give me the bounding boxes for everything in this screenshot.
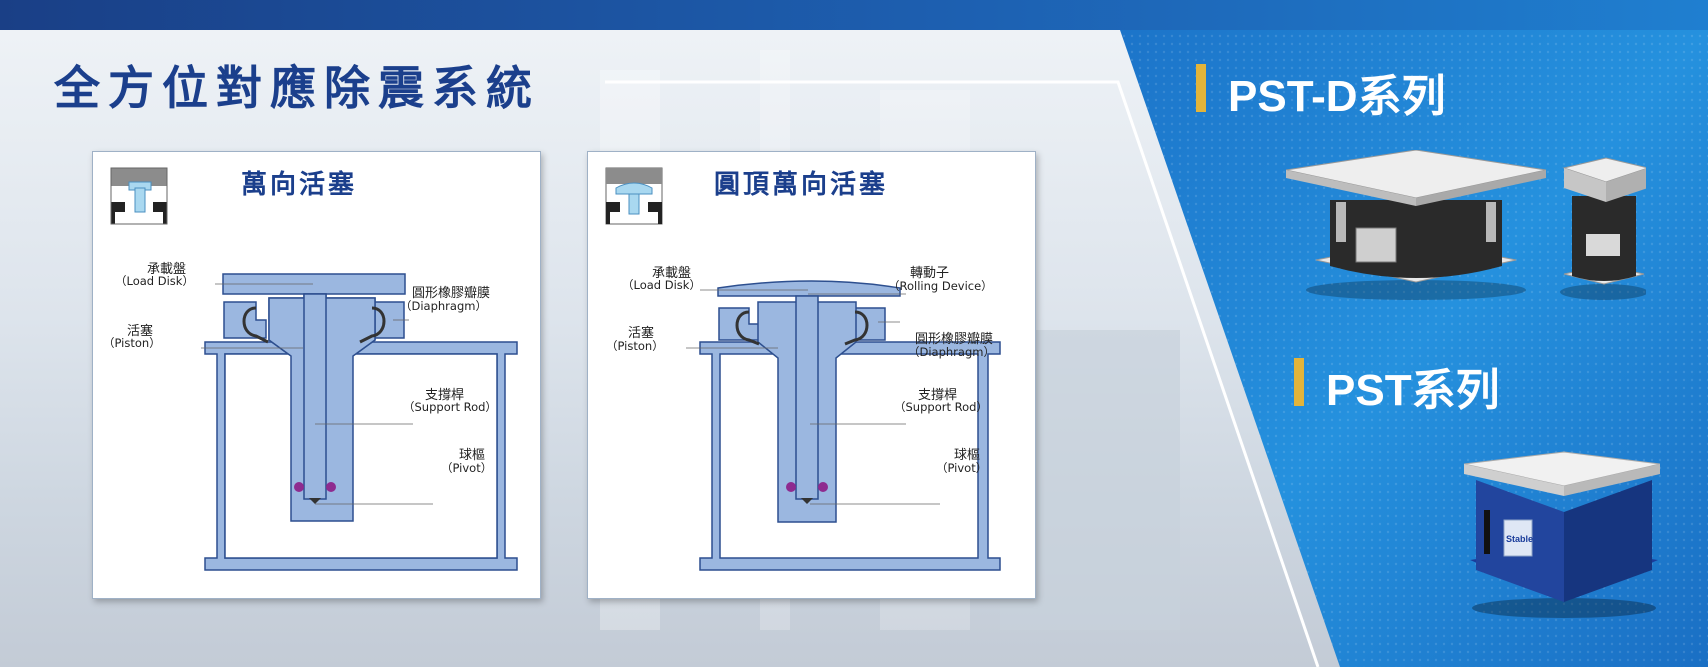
label-load-disk-en: （Load Disk） xyxy=(622,278,701,292)
label-piston: 活塞 xyxy=(127,324,154,339)
label-piston-en: （Piston） xyxy=(606,339,664,353)
label-load-disk: 承載盤 xyxy=(147,262,187,277)
dome-piston-diagram xyxy=(605,167,1001,571)
label-rolling-device-en: （Rolling Device） xyxy=(888,279,993,293)
universal-piston-diagram xyxy=(110,167,518,571)
label-piston: 活塞 xyxy=(628,326,655,341)
label-support-rod: 支撐桿 xyxy=(425,388,465,403)
card-title: 萬向活塞 xyxy=(241,170,358,200)
label-support-rod-en: （Support Rod） xyxy=(403,400,497,414)
pst-d-product-image xyxy=(1286,150,1646,300)
label-pivot-en: （Pivot） xyxy=(441,461,493,475)
label-load-disk: 承載盤 xyxy=(652,266,692,281)
label-load-disk-en: （Load Disk） xyxy=(115,274,194,288)
series-title-pst-d: PST-D系列 xyxy=(1228,72,1446,121)
label-diaphragm: 圓形橡膠瓣膜 xyxy=(412,286,491,301)
page-title: 全方位對應除震系統 xyxy=(54,61,540,115)
diagram-card-dome-piston: 圓頂萬向活塞 承載盤 （Load Disk） 活塞 （Piston） 轉動子 （… xyxy=(587,151,1036,599)
label-rolling-device: 轉動子 xyxy=(910,266,950,281)
label-pivot-en: （Pivot） xyxy=(936,461,988,475)
pst-d-large-unit xyxy=(1286,150,1547,300)
label-diaphragm: 圓形橡膠瓣膜 xyxy=(915,332,994,347)
cross-section-icon xyxy=(110,167,168,225)
diagram-card-universal-piston: 萬向活塞 承載盤 （Load Disk） 活塞 （Piston） 圓形橡膠瓣膜 … xyxy=(92,151,541,599)
label-support-rod: 支撐桿 xyxy=(918,388,958,403)
label-piston-en: （Piston） xyxy=(103,336,161,350)
cross-section-icon xyxy=(605,167,663,225)
series-title-pst: PST系列 xyxy=(1326,366,1500,415)
card-title: 圓頂萬向活塞 xyxy=(714,170,889,200)
top-color-bar xyxy=(0,0,1708,30)
label-support-rod-en: （Support Rod） xyxy=(894,400,988,414)
pst-product-image: Stable xyxy=(1463,451,1660,618)
label-pivot: 球樞 xyxy=(459,448,486,463)
label-diaphragm-en: （Diaphragm） xyxy=(400,299,487,313)
series-marker xyxy=(1294,358,1304,406)
label-pivot: 球樞 xyxy=(954,448,981,463)
product-badge: Stable xyxy=(1506,534,1533,544)
series-marker xyxy=(1196,64,1206,112)
label-diaphragm-en: （Diaphragm） xyxy=(908,345,995,359)
pst-d-small-unit xyxy=(1560,157,1646,300)
